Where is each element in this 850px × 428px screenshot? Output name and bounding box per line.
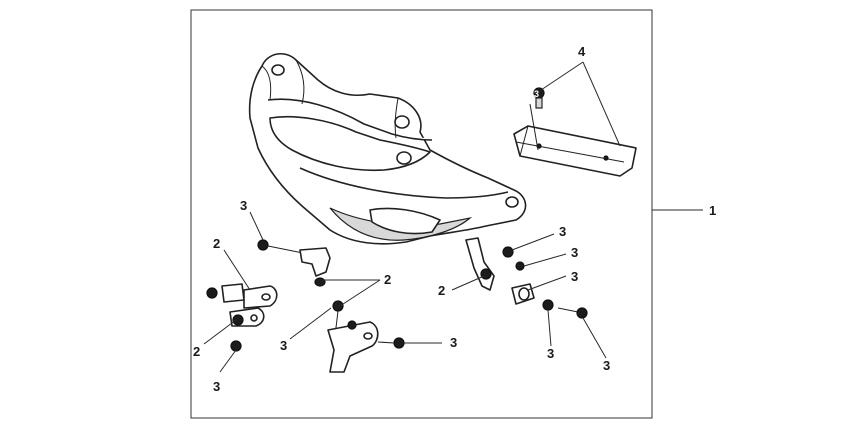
callout-3-right-c: 3 [571,269,578,284]
callout-3-center-left: 3 [280,338,287,353]
callout-2-right: 2 [438,283,445,298]
diagram-frame [190,9,653,419]
callout-3-right-a: 3 [559,224,566,239]
mounting-strip [513,87,637,177]
callout-2-center: 2 [384,272,391,287]
center-lower-bracket [327,300,405,373]
callout-2-left-clamp: 2 [213,236,220,251]
callout-3-lower-left: 3 [213,379,220,394]
callout-4: 4 [578,44,586,59]
callouts: 1 4 3 2 2 3 2 3 3 3 3 3 2 3 3 3 [193,44,716,394]
callout-1: 1 [709,203,716,218]
leader-lines [203,61,703,373]
right-bracket-assembly [465,237,588,319]
callout-3-right-d: 3 [547,346,554,361]
callout-3-strip-bolt: 3 [534,89,539,99]
callout-2-lower-left: 2 [193,344,200,359]
callout-3-right-b: 3 [571,245,578,260]
left-clamp-assembly [206,283,278,352]
callout-3-left-bolt: 3 [240,198,247,213]
callout-3-center-right: 3 [450,335,457,350]
left-upper-bracket [257,239,331,287]
callout-3-right-e: 3 [603,358,610,373]
skid-plate [248,53,527,245]
